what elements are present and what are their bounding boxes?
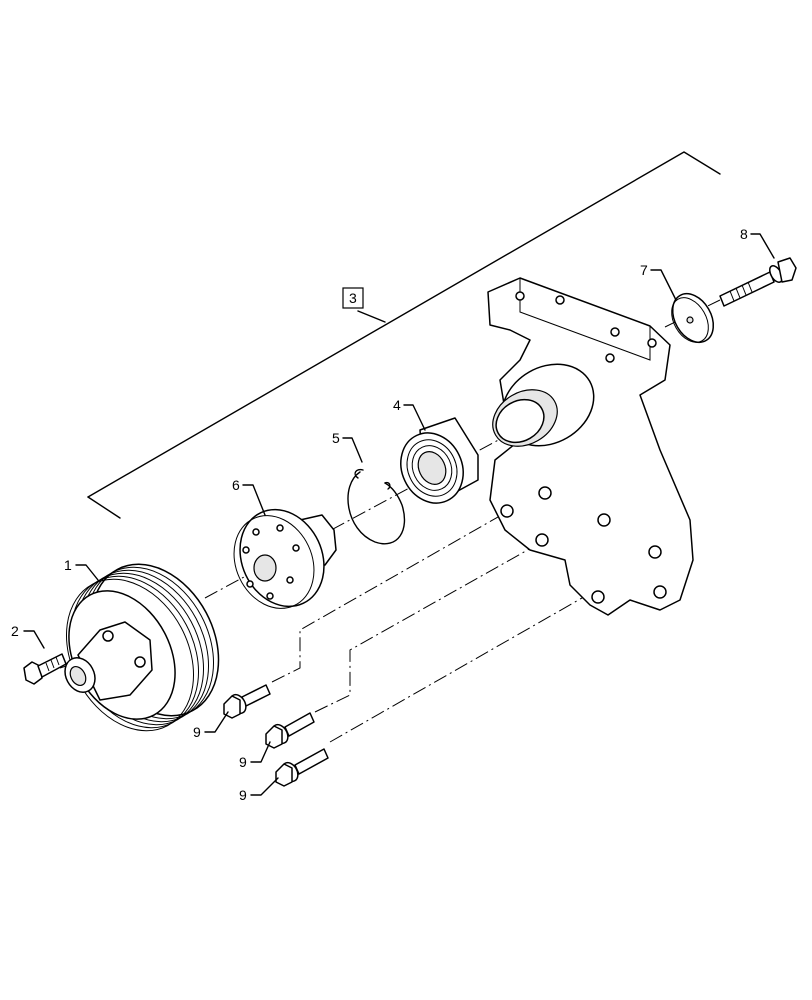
bracket-bolt-part [719,257,797,307]
flange-bolt-part-c [275,748,329,787]
callout-4: 4 [393,397,401,413]
snap-ring-part [347,468,406,545]
callout-6: 6 [232,477,240,493]
hub-part [233,508,337,609]
callout-5: 5 [332,430,340,446]
callout-9-middle: 9 [239,754,247,770]
callout-8: 8 [740,226,748,242]
callout-1: 1 [64,557,72,573]
callout-3: 3 [349,290,357,306]
flange-bolt-part-b [265,712,315,749]
pulley-bolt-part [23,653,67,685]
callout-3-box [342,287,364,309]
callout-2: 2 [11,623,19,639]
assembly-bracket-line [87,151,721,519]
flange-bolt-part-a [223,684,271,719]
washer-part [671,293,715,343]
callout-9-upper: 9 [193,724,201,740]
mounting-bracket-part [487,277,694,616]
bearing-part [400,417,479,504]
callout-7: 7 [640,262,648,278]
leader-lines [23,233,775,796]
pulley-part [64,563,220,732]
callout-9-lower: 9 [239,787,247,803]
